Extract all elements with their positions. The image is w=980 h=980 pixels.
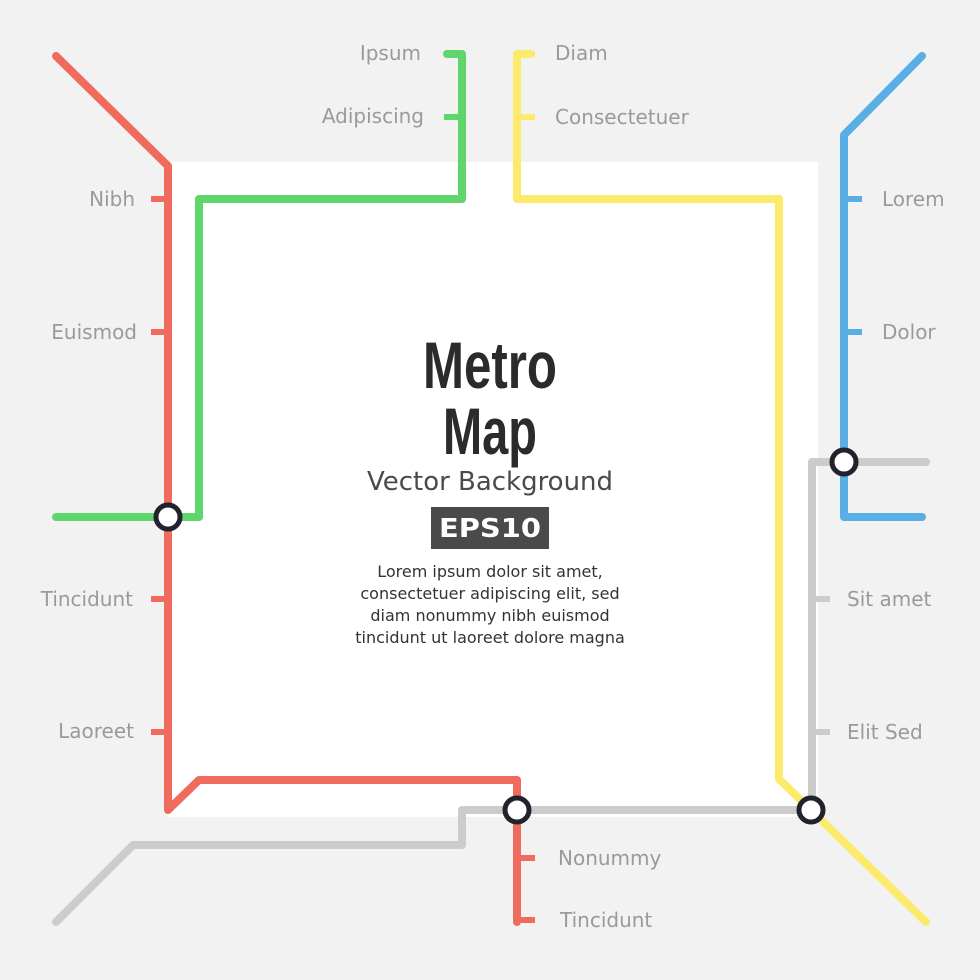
station-label-laoreet: Laoreet: [58, 719, 134, 743]
body-line-2: consectetuer adipiscing elit, sed: [360, 584, 619, 603]
station-label-nonummy: Nonummy: [558, 846, 662, 870]
station-label-sit-amet: Sit amet: [847, 587, 931, 611]
gray-line: [52, 458, 930, 926]
station-label-adipiscing: Adipiscing: [322, 104, 424, 128]
badge-label: EPS10: [439, 514, 541, 544]
title-line-1: Metro: [423, 328, 557, 402]
body-line-4: tincidunt ut laoreet dolore magna: [355, 628, 625, 647]
blue-line: [840, 52, 926, 521]
badge-background: [431, 507, 549, 549]
center-panel: [168, 162, 818, 817]
station-label-dolor: Dolor: [882, 320, 936, 344]
interchange-yellow-gray: [796, 795, 826, 825]
station-label-elit-sed: Elit Sed: [847, 720, 923, 744]
station-label-tincidunt-bottom: Tincidunt: [559, 908, 652, 932]
station-label-euismod: Euismod: [51, 320, 137, 344]
station-label-consectetuer: Consectetuer: [555, 105, 690, 129]
station-label-nibh: Nibh: [89, 187, 135, 211]
subtitle: Vector Background: [367, 467, 613, 497]
station-label-ipsum: Ipsum: [360, 41, 421, 65]
body-line-3: diam nonummy nibh euismod: [370, 606, 609, 625]
station-label-diam: Diam: [555, 41, 608, 65]
station-label-lorem: Lorem: [882, 187, 945, 211]
interchange-red-gray: [502, 795, 532, 825]
station-label-tincidunt-left: Tincidunt: [40, 587, 133, 611]
body-line-1: Lorem ipsum dolor sit amet,: [377, 562, 603, 581]
interchange-blue-gray: [829, 447, 859, 477]
interchange-red-green: [153, 502, 183, 532]
title-line-2: Map: [443, 394, 537, 468]
